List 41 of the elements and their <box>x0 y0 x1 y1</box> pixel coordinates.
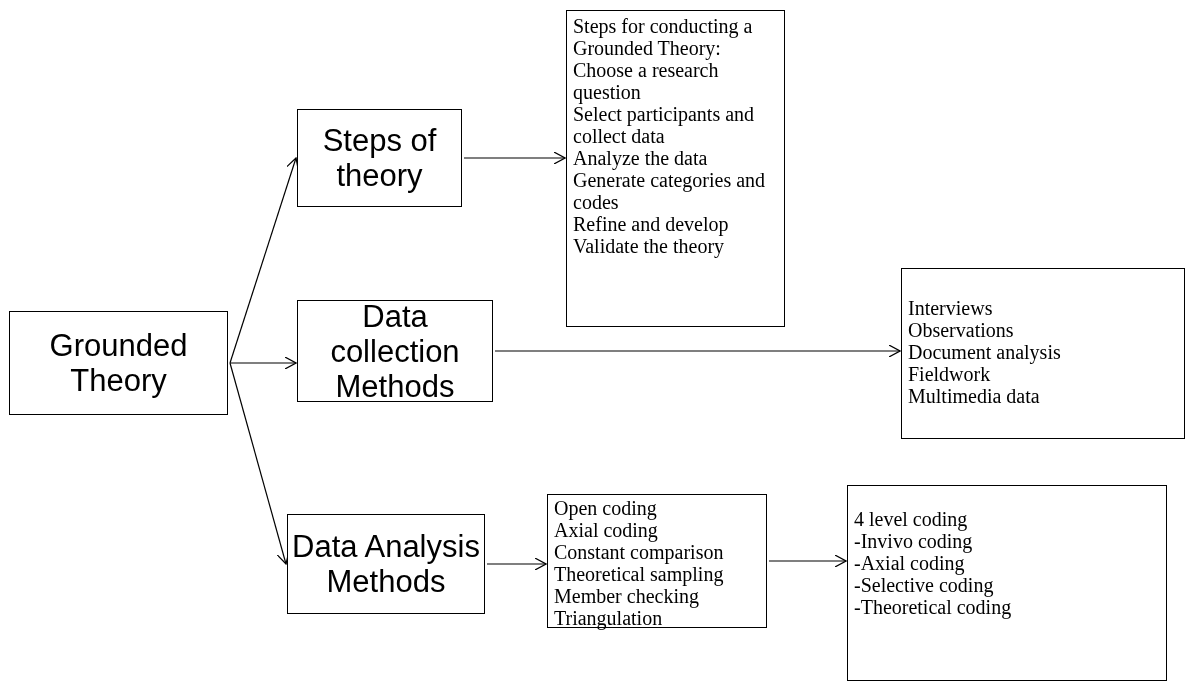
arrow <box>768 554 847 568</box>
list-item: Observations <box>908 319 1014 341</box>
topic-label: Grounded Theory <box>48 328 189 398</box>
topic-label: Data Analysis Methods <box>292 529 480 599</box>
arrow <box>229 356 297 370</box>
list-item: Refine and develop <box>573 213 729 235</box>
arrow <box>494 344 901 358</box>
list-item: Validate the theory <box>573 235 725 257</box>
list-box <box>901 268 1185 439</box>
topic-box <box>9 311 228 415</box>
list-item: Interviews <box>908 297 993 319</box>
topic-box <box>297 109 462 207</box>
arrow <box>229 157 299 364</box>
topic-label: Steps of theory <box>321 123 438 193</box>
list-item: Theoretical sampling <box>554 563 724 585</box>
list-item: Select participants and collect data <box>573 103 756 147</box>
list-box <box>566 10 785 327</box>
topic-box <box>297 300 493 402</box>
list-item: Open coding <box>554 497 657 519</box>
list-box <box>547 494 767 628</box>
list-item: -Invivo coding <box>854 530 973 552</box>
list-item: -Axial coding <box>854 552 965 574</box>
list-item: Document analysis <box>908 341 1061 363</box>
list-item: Member checking <box>554 585 699 607</box>
list-item: Analyze the data <box>573 147 708 169</box>
list-item: Constant comparison <box>554 541 724 563</box>
list-box <box>847 485 1167 681</box>
arrow <box>486 557 547 571</box>
topic-label: Data collection Methods <box>329 298 461 404</box>
list-item: Steps for conducting a Grounded Theory: <box>573 15 754 59</box>
list-item: Generate categories and codes <box>573 169 767 213</box>
list-item: -Selective coding <box>854 574 994 596</box>
arrow <box>463 151 566 165</box>
list-item: Fieldwork <box>908 363 991 385</box>
topic-box <box>287 514 485 614</box>
list-item: -Theoretical coding <box>854 596 1012 618</box>
list-item: Axial coding <box>554 519 658 541</box>
list-item: 4 level coding <box>854 508 968 530</box>
list-item: Choose a research question <box>573 59 720 103</box>
list-item: Multimedia data <box>908 385 1040 407</box>
list-item: Triangulation <box>554 607 663 629</box>
